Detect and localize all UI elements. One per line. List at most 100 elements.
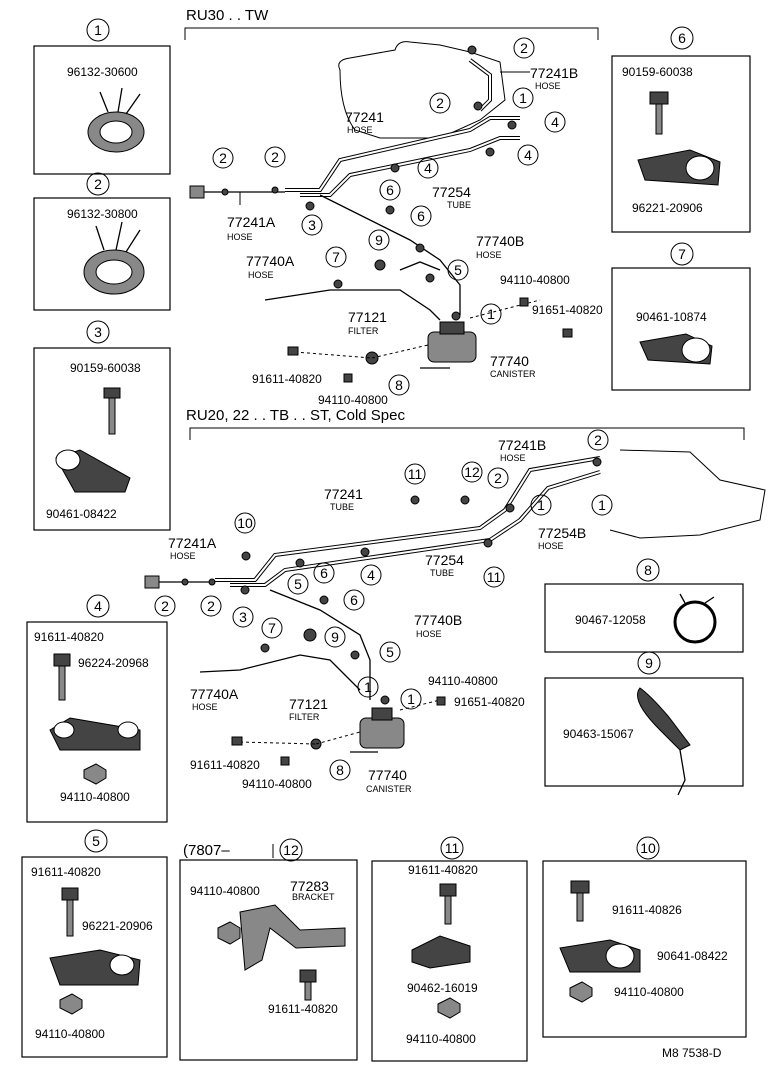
svg-text:12: 12 [464,464,480,480]
top-label-94110: 94110-40800 [500,273,570,287]
mid-nut-b [280,756,290,766]
svg-text:1: 1 [487,306,495,322]
top-clamp [415,243,425,253]
top-nut-b [343,373,353,383]
top-clamp [271,186,279,194]
mid-clamp [303,628,317,642]
mid-label-hose: HOSE [170,551,196,561]
mid-label-77121: 77121 [289,696,328,712]
svg-text:1: 1 [519,90,527,106]
top-nut-a [519,297,529,307]
svg-text:90159-60038: 90159-60038 [70,361,141,375]
svg-text:2: 2 [161,598,169,614]
top-label-77254: 77254 [432,184,471,200]
mid-label-filter: FILTER [289,712,320,722]
mid-diagram: RU20, 22 . . TB . . ST, Cold Spec [144,407,766,794]
svg-text:1: 1 [537,497,545,513]
mid-label-91611: 91611-40820 [190,758,260,772]
bolt-icon [439,883,457,897]
mid-pipe-77740a [199,654,361,691]
svg-text:3: 3 [239,609,247,625]
top-label-94110-b: 94110-40800 [318,393,388,407]
mid-clamp [505,503,515,513]
top-label-hose: HOSE [535,81,561,91]
svg-text:8: 8 [395,377,403,393]
detail-box-3: 3 90159-60038 90461-08422 [33,320,171,531]
top-header: RU30 . . TW [186,7,269,24]
top-label-tube: TUBE [447,200,471,210]
svg-text:11: 11 [408,466,423,482]
svg-text:1: 1 [364,679,372,695]
mid-clamp [410,495,420,505]
top-clamp [473,101,483,111]
svg-text:6: 6 [320,565,328,581]
svg-text:1: 1 [407,691,415,707]
mid-label-hose: HOSE [538,541,564,551]
svg-text:90641-08422: 90641-08422 [657,949,728,963]
svg-text:2: 2 [207,598,215,614]
nut-icon [437,997,461,1019]
mid-clamp [260,643,270,653]
top-bracket-line [184,27,599,40]
top-pipe-main [285,116,520,192]
svg-text:5: 5 [386,644,394,660]
wire-clamp-icon [673,600,717,644]
detail-box-1: 1 96132-30600 [33,18,171,175]
svg-text:96224-20968: 96224-20968 [78,656,149,670]
top-label-77740a: 77740A [246,253,295,269]
top-label-91651: 91651-40820 [532,303,603,317]
svg-text:90462-16019: 90462-16019 [407,981,478,995]
svg-text:4: 4 [367,567,375,583]
top-label-77740b: 77740B [476,233,524,249]
top-label-77241: 77241 [345,109,384,125]
diagram-code: M8 7538-D [662,1046,722,1060]
mid-connector-left [144,575,160,589]
mid-bracket-line [189,427,745,440]
svg-text:1: 1 [598,497,606,513]
svg-text:8: 8 [336,762,344,778]
top-bolt [287,346,299,356]
nut-icon [59,993,83,1015]
svg-text:7: 7 [678,246,686,262]
top-clamp [305,201,315,211]
mid-label-canister: CANISTER [366,784,412,794]
mid-clamp [592,457,602,467]
mid-label-77241a: 77241A [168,535,217,551]
top-connector-left [189,185,205,199]
mid-label-hose: HOSE [500,453,526,463]
mid-callouts: 2 1 1 2 12 11 11 10 4 6 5 2 2 3 6 7 9 5 … [154,429,613,781]
svg-text:94110-40800: 94110-40800 [60,790,130,804]
mid-clamp [350,650,360,660]
svg-text:94110-40800: 94110-40800 [190,884,260,898]
top-clamp [425,273,435,283]
svg-text:3: 3 [94,324,102,340]
svg-text:2: 2 [594,432,602,448]
svg-text:9: 9 [375,232,383,248]
top-label-77241b: 77241B [530,65,578,81]
nut-icon [83,763,107,785]
svg-text:4: 4 [424,160,432,176]
top-clamp [451,311,461,321]
top-pipe-to-canister [319,194,461,315]
mid-label-77740: 77740 [368,767,407,783]
svg-text:6: 6 [678,30,686,46]
detail-box-7: 7 90461-10874 [611,242,751,391]
bolt-icon [649,91,669,105]
svg-text:7: 7 [268,620,276,636]
svg-text:91611-40826: 91611-40826 [612,903,682,917]
top-clamp [333,279,343,289]
svg-text:90463-15067: 90463-15067 [563,727,634,741]
svg-text:1: 1 [94,22,102,38]
top-label-filter: FILTER [348,326,379,336]
top-label-77121: 77121 [348,309,387,325]
svg-text:91611-40820: 91611-40820 [31,865,101,879]
top-clamp [467,45,477,55]
svg-text:5: 5 [92,833,100,849]
svg-text:90461-10874: 90461-10874 [636,310,707,324]
svg-text:96132-30800: 96132-30800 [67,207,138,221]
mid-clamp [360,547,370,557]
nut-icon [217,921,241,945]
mid-clamp [295,558,305,568]
cable-tie-icon [637,687,691,751]
mid-fuel-tank-outline [609,449,766,539]
